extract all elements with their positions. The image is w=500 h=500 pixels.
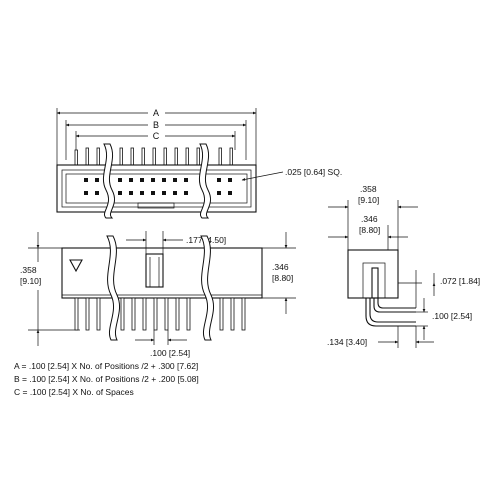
top-view-break-right — [198, 143, 212, 219]
side-view-body — [347, 249, 399, 299]
side-row-pitch: .100 [2.54] — [432, 311, 472, 321]
front-height-left: .358 — [20, 265, 37, 275]
front-view-pins — [74, 297, 246, 331]
note-a: A = .100 [2.54] X No. of Positions /2 + … — [14, 361, 198, 371]
pin-size-leader — [241, 171, 284, 181]
top-view-square-pins — [84, 178, 232, 195]
side-width-inner: .346 — [361, 214, 378, 224]
note-b: B = .100 [2.54] X No. of Positions /2 + … — [14, 374, 199, 384]
front-view-body — [61, 247, 263, 299]
side-view-pin-inner — [377, 298, 416, 309]
dim-c-label: C — [153, 131, 160, 141]
front-height-right-metric: [8.80] — [272, 273, 293, 283]
side-tail-offset: .072 [1.84] — [440, 276, 480, 286]
top-view-body-inner — [61, 169, 252, 208]
side-view: .358 [9.10] .346 [8.80] .072 [1.84] .100… — [327, 184, 480, 348]
front-pitch: .100 [2.54] — [150, 348, 190, 358]
side-view-pin-post — [371, 267, 379, 299]
dim-b-label: B — [153, 120, 159, 130]
front-view: .358 [9.10] .177 [4.50] .346 [8.80] — [20, 231, 296, 358]
side-view-pin2-inner — [369, 298, 416, 323]
front-view-break-right — [200, 235, 215, 341]
front-view-break-left — [106, 235, 121, 341]
dim-a-label: A — [153, 108, 159, 118]
front-height-right: .346 — [272, 262, 289, 272]
top-view-body — [56, 164, 257, 213]
front-view-key-slot — [145, 253, 164, 288]
top-view-break-left — [102, 143, 116, 219]
side-view-pin2-outer — [365, 298, 416, 327]
side-width-outer-metric: [9.10] — [358, 195, 379, 205]
top-view-key-notch — [137, 202, 175, 209]
top-view: A B C — [56, 108, 342, 219]
pin-one-triangle-icon — [69, 259, 83, 273]
note-c: C = .100 [2.54] X No. of Spaces — [14, 387, 134, 397]
side-tail-length: .134 [3.40] — [327, 337, 367, 347]
pin-size-label: .025 [0.64] SQ. — [285, 167, 342, 177]
front-height-left-metric: [9.10] — [20, 276, 41, 286]
side-width-outer: .358 — [360, 184, 377, 194]
side-width-inner-metric: [8.80] — [359, 225, 380, 235]
formula-notes: A = .100 [2.54] X No. of Positions /2 + … — [14, 361, 199, 397]
side-view-pin-outer — [373, 298, 416, 313]
